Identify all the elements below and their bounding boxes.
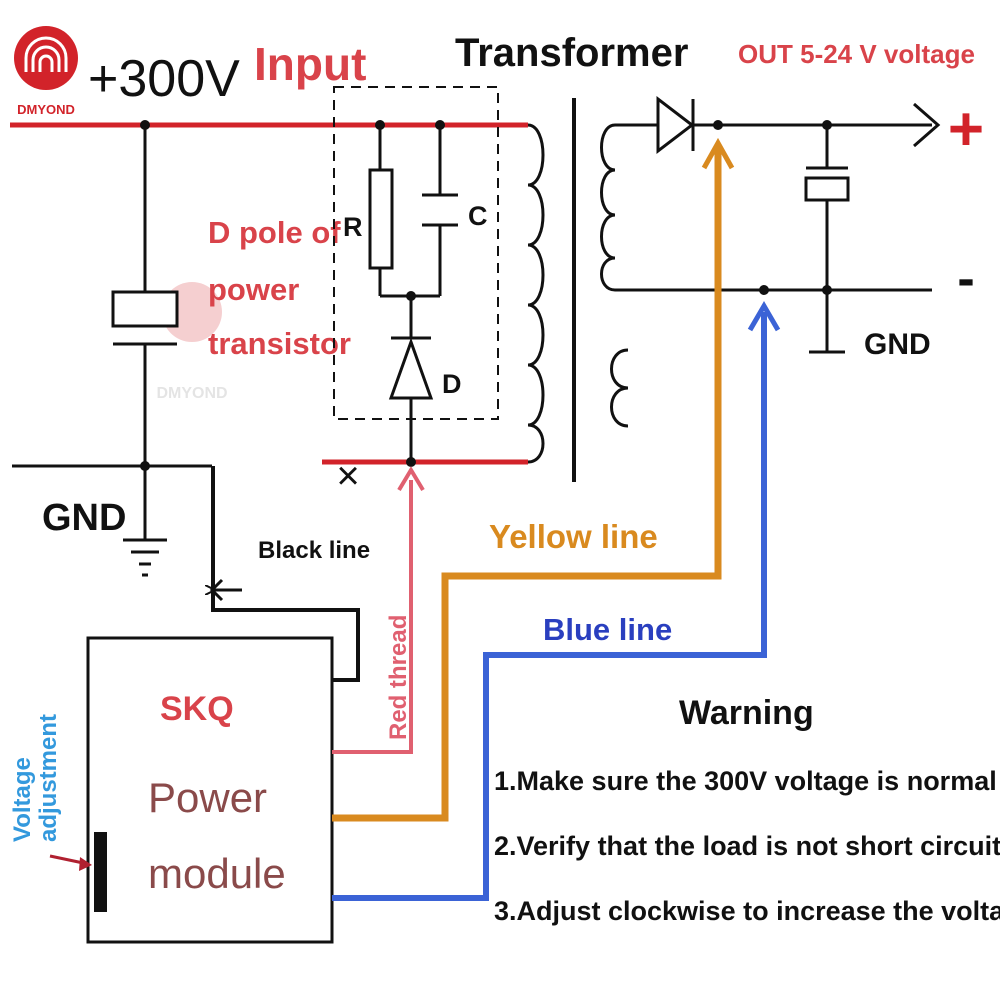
output-minus-label: - bbox=[957, 250, 974, 308]
capacitor-c bbox=[422, 125, 458, 296]
voltage-adjust-knob[interactable] bbox=[94, 832, 107, 912]
output-diode bbox=[615, 95, 941, 155]
voltage-adjustment-label-line1: Voltage bbox=[9, 757, 36, 842]
junction-dot bbox=[759, 285, 769, 295]
blue-line-arrowhead bbox=[747, 301, 781, 332]
left-ground-symbol bbox=[12, 464, 212, 577]
black-line-arrowhead bbox=[209, 578, 224, 602]
logo-arc-mid bbox=[31, 45, 61, 72]
logo: DMYOND bbox=[14, 26, 78, 117]
yellow-line-arrowhead bbox=[701, 137, 735, 170]
junction-dot bbox=[713, 120, 723, 130]
blue-line-wire bbox=[332, 312, 767, 901]
warning-item-1: 1.Make sure the 300V voltage is normal bbox=[494, 766, 997, 796]
voltage-adjustment-label-line2: adjustment bbox=[35, 714, 62, 842]
red-thread-arrowhead bbox=[397, 466, 425, 492]
skq-power-module bbox=[86, 636, 334, 944]
logo-badge bbox=[14, 26, 78, 90]
output-voltage-label: OUT 5-24 V voltage bbox=[738, 39, 975, 69]
snubber-box bbox=[333, 86, 499, 420]
yellow-line-wire bbox=[332, 148, 722, 822]
gnd-left-label: GND bbox=[42, 497, 126, 539]
module-title: SKQ bbox=[160, 690, 234, 728]
yellow-line-label: Yellow line bbox=[489, 518, 658, 555]
capacitor-label: C bbox=[468, 201, 488, 231]
warning-item-2: 2.Verify that the load is not short circ… bbox=[494, 831, 1000, 861]
logo-text: DMYOND bbox=[17, 102, 75, 117]
input-label: Input bbox=[254, 38, 366, 90]
adjust-pointer-arrowhead bbox=[79, 857, 92, 871]
resistor-label: R bbox=[343, 212, 363, 242]
output-plus-label: + bbox=[948, 95, 984, 164]
junction-dot bbox=[822, 285, 832, 295]
warning-title: Warning bbox=[679, 694, 814, 732]
diode-label: D bbox=[442, 369, 462, 399]
watermark-text: DMYOND bbox=[156, 385, 227, 402]
black-line-label: Black line bbox=[258, 537, 370, 564]
logo-arc-outer bbox=[24, 36, 68, 72]
d-pole-label-line1: D pole of bbox=[208, 215, 341, 250]
module-subtitle-module: module bbox=[148, 850, 286, 897]
module-subtitle-power: Power bbox=[148, 774, 267, 821]
primary-winding bbox=[527, 123, 545, 464]
d-pole-label-line3: transistor bbox=[208, 326, 351, 361]
auxiliary-winding bbox=[610, 348, 629, 428]
blue-line-label: Blue line bbox=[543, 612, 672, 647]
gnd-right-label: GND bbox=[864, 328, 931, 361]
warning-item-3: 3.Adjust clockwise to increase the volta… bbox=[494, 896, 1000, 926]
output-negative-rail bbox=[615, 288, 932, 354]
d-pole-label-line2: power bbox=[208, 272, 299, 307]
logo-arc-inner bbox=[38, 54, 54, 72]
output-capacitor bbox=[804, 125, 850, 290]
cut-mark: × bbox=[336, 454, 359, 498]
black-line-wire bbox=[211, 466, 360, 682]
red-thread-label: Red thread bbox=[385, 615, 412, 740]
input-voltage-label: +300V bbox=[88, 50, 240, 108]
transformer-label: Transformer bbox=[455, 31, 688, 75]
resistor-r bbox=[368, 125, 440, 298]
secondary-winding bbox=[600, 123, 616, 292]
red-thread-wire bbox=[332, 480, 413, 754]
diode-d bbox=[388, 296, 434, 462]
input-capacitor bbox=[111, 125, 179, 466]
